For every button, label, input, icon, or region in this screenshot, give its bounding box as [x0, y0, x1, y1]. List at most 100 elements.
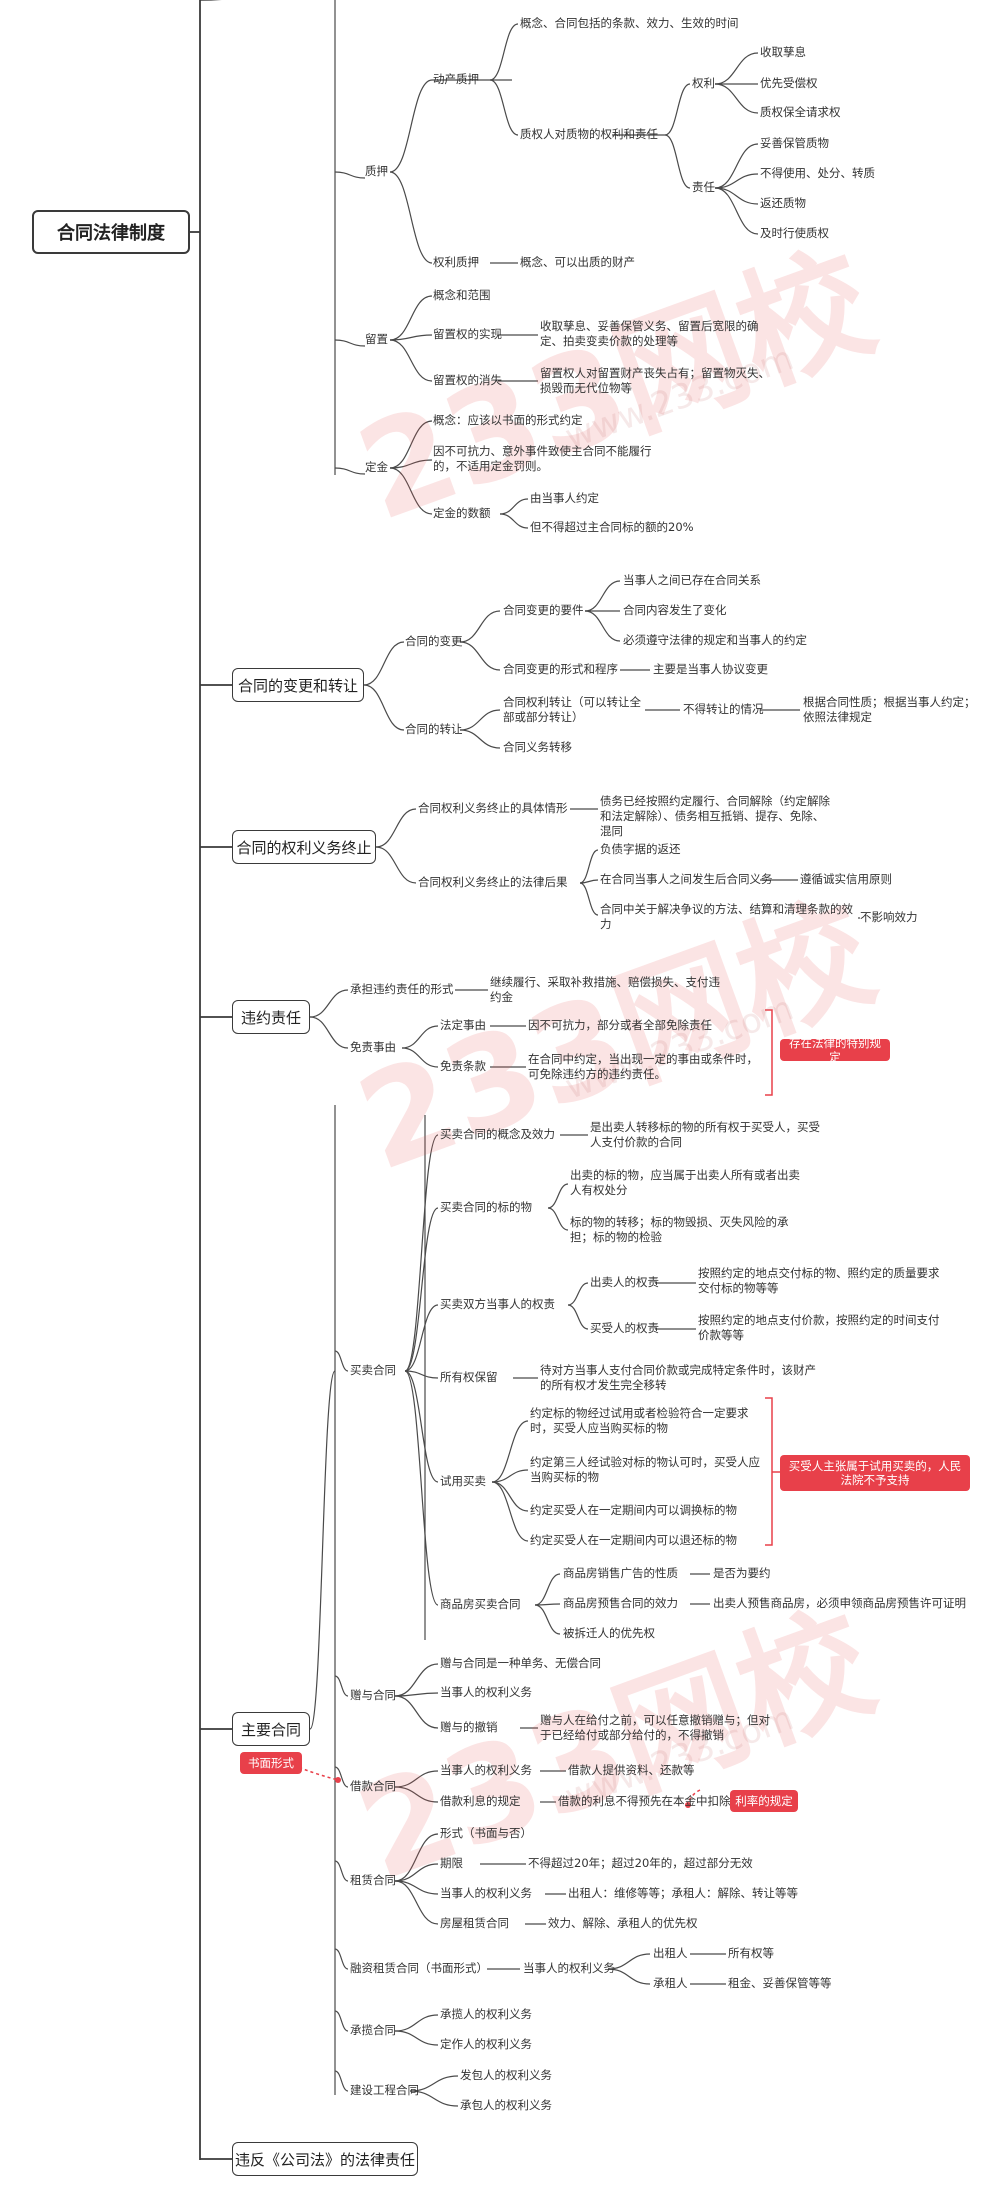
node-m3ad: 按照约定的地点交付标的物、照约定的质量要求交付标的物等等: [698, 1266, 940, 1295]
connector: [607, 1953, 651, 1970]
node-m3b[interactable]: 买受人的权责: [590, 1321, 659, 1335]
node-jk1[interactable]: 当事人的权利义务: [440, 1763, 532, 1777]
node-m5d: 约定买受人在一定期间内可以退还标的物: [530, 1533, 737, 1547]
connector: [404, 1134, 439, 1372]
node-m4[interactable]: 所有权保留: [440, 1370, 498, 1384]
node-m5[interactable]: 试用买卖: [440, 1474, 486, 1488]
node-zy3[interactable]: 赠与的撤销: [440, 1720, 498, 1734]
node-m6[interactable]: 商品房买卖合同: [440, 1597, 521, 1611]
connector: [714, 83, 759, 114]
node-term-b[interactable]: 合同权利义务终止的法律后果: [418, 875, 568, 889]
section-main-contracts[interactable]: 主要合同: [232, 1712, 310, 1746]
node-dj3b: 但不得超过主合同标的额的20%: [530, 520, 694, 534]
node-dongchan[interactable]: 动产质押: [433, 72, 479, 86]
root-node[interactable]: 合同法律制度: [32, 210, 190, 254]
node-rz1bd: 租金、妥善保管等等: [728, 1976, 832, 1990]
node-js1: 发包人的权利义务: [460, 2068, 552, 2082]
connector: [584, 610, 621, 642]
section-termination[interactable]: 合同的权利义务终止: [232, 830, 376, 864]
node-dj1: 概念：应该以书面的形式约定: [433, 413, 583, 427]
node-breach-ad: 继续履行、采取补救措施、赔偿损失、支付违约金: [490, 975, 720, 1004]
node-jk1d: 借款人提供资料、还款等: [568, 1763, 695, 1777]
section-change-transfer[interactable]: 合同的变更和转让: [232, 668, 364, 702]
connector: [309, 1016, 349, 1049]
node-m6a[interactable]: 商品房销售广告的性质: [563, 1566, 678, 1580]
node-zl4[interactable]: 房屋租赁合同: [440, 1916, 509, 1930]
node-chenglan[interactable]: 承揽合同: [350, 2023, 396, 2037]
section-breach[interactable]: 违约责任: [232, 1000, 310, 1034]
node-rz1[interactable]: 当事人的权利义务: [523, 1961, 615, 1975]
node-term-a[interactable]: 合同权利义务终止的具体情形: [418, 801, 568, 815]
node-zy1: 赠与合同是一种单务、无偿合同: [440, 1656, 601, 1670]
node-dj2: 因不可抗力、意外事件致使主合同不能履行的，不适用定金罚则。: [433, 444, 652, 473]
connector: [714, 52, 759, 85]
section-company-law[interactable]: 违反《公司法》的法律责任: [232, 2142, 418, 2176]
tag-trial-sale: 买受人主张属于试用买卖的，人民法院不予支持: [780, 1455, 970, 1491]
connector: [499, 498, 529, 515]
node-breach-b1[interactable]: 法定事由: [440, 1018, 486, 1032]
node-rz1a[interactable]: 出租人: [653, 1946, 688, 1960]
node-breach-b[interactable]: 免责事由: [350, 1040, 396, 1054]
node-r1: 当事人之间已存在合同关系: [623, 573, 761, 587]
node-cl1: 承揽人的权利义务: [440, 2007, 532, 2021]
node-zhiya[interactable]: 质押: [365, 164, 388, 178]
node-quanlizhiya[interactable]: 权利质押: [433, 255, 479, 269]
connector: [579, 849, 599, 884]
node-m3a[interactable]: 出卖人的权责: [590, 1275, 659, 1289]
node-term-b3[interactable]: 合同中关于解决争议的方法、结算和清理条款的效力: [600, 902, 853, 931]
node-m6b[interactable]: 商品房预售合同的效力: [563, 1596, 678, 1610]
node-dc-concept: 概念、合同包括的条款、效力、生效的时间: [520, 16, 739, 30]
node-q2: 优先受偿权: [760, 76, 818, 90]
node-term-b2[interactable]: 在合同当事人之间发生后合同义务: [600, 872, 773, 886]
node-jianshe[interactable]: 建设工程合同: [350, 2083, 419, 2097]
node-zl3d: 出租人：维修等等；承租人：解除、转让等等: [568, 1886, 798, 1900]
node-jiekuan[interactable]: 借款合同: [350, 1779, 396, 1793]
node-zl2[interactable]: 期限: [440, 1856, 463, 1870]
node-form[interactable]: 合同变更的形式和程序: [503, 662, 618, 676]
node-zl3[interactable]: 当事人的权利义务: [440, 1886, 532, 1900]
connector: [489, 79, 519, 136]
node-m2[interactable]: 买卖合同的标的物: [440, 1200, 532, 1214]
node-transfer[interactable]: 合同的转让: [405, 722, 463, 736]
connector: [394, 1863, 439, 1882]
node-lz3[interactable]: 留置权的消失: [433, 373, 502, 387]
node-jk2[interactable]: 借款利息的规定: [440, 1794, 521, 1808]
connector: [459, 610, 501, 643]
node-t1[interactable]: 合同权利转让（可以转让全部或部分转让）: [503, 695, 641, 724]
node-change[interactable]: 合同的变更: [405, 634, 463, 648]
node-breach-b2[interactable]: 免责条款: [440, 1059, 486, 1073]
connector: [394, 1880, 439, 1925]
node-rongzi[interactable]: 融资租赁合同（书面形式）: [350, 1961, 488, 1975]
connector: [404, 1370, 439, 1606]
connector: [404, 1207, 439, 1372]
node-r2: 合同内容发生了变化: [623, 603, 727, 617]
node-zulin[interactable]: 租赁合同: [350, 1873, 396, 1887]
connector: [334, 339, 366, 347]
node-breach-a[interactable]: 承担违约责任的形式: [350, 982, 454, 996]
node-lz1: 概念和范围: [433, 288, 491, 302]
node-lz2[interactable]: 留置权的实现: [433, 327, 502, 341]
node-quanli[interactable]: 权利: [692, 76, 715, 90]
connector: [394, 1786, 439, 1803]
node-m3[interactable]: 买卖双方当事人的权责: [440, 1297, 555, 1311]
node-req[interactable]: 合同变更的要件: [503, 603, 584, 617]
node-m6c: 被拆迁人的优先权: [563, 1626, 655, 1640]
connector: [765, 1009, 773, 1096]
node-dj3[interactable]: 定金的数额: [433, 506, 491, 520]
connector: [579, 882, 599, 916]
node-dingjin[interactable]: 定金: [365, 460, 388, 474]
node-maimai[interactable]: 买卖合同: [350, 1363, 396, 1377]
node-zengyu[interactable]: 赠与合同: [350, 1688, 396, 1702]
node-rights-duties[interactable]: 质权人对质物的权利和责任: [520, 127, 658, 141]
node-rz1b[interactable]: 承租人: [653, 1976, 688, 1990]
node-m1[interactable]: 买卖合同的概念及效力: [440, 1127, 555, 1141]
connector: [389, 459, 433, 469]
connector: [334, 2070, 349, 2092]
node-zeren[interactable]: 责任: [692, 180, 715, 194]
node-m5c: 约定买受人在一定期间内可以调换标的物: [530, 1503, 737, 1517]
connector: [394, 1663, 439, 1697]
node-liuzhi[interactable]: 留置: [365, 332, 388, 346]
node-z4: 及时行使质权: [760, 226, 829, 240]
connector: [459, 709, 501, 731]
connector: [499, 513, 529, 529]
